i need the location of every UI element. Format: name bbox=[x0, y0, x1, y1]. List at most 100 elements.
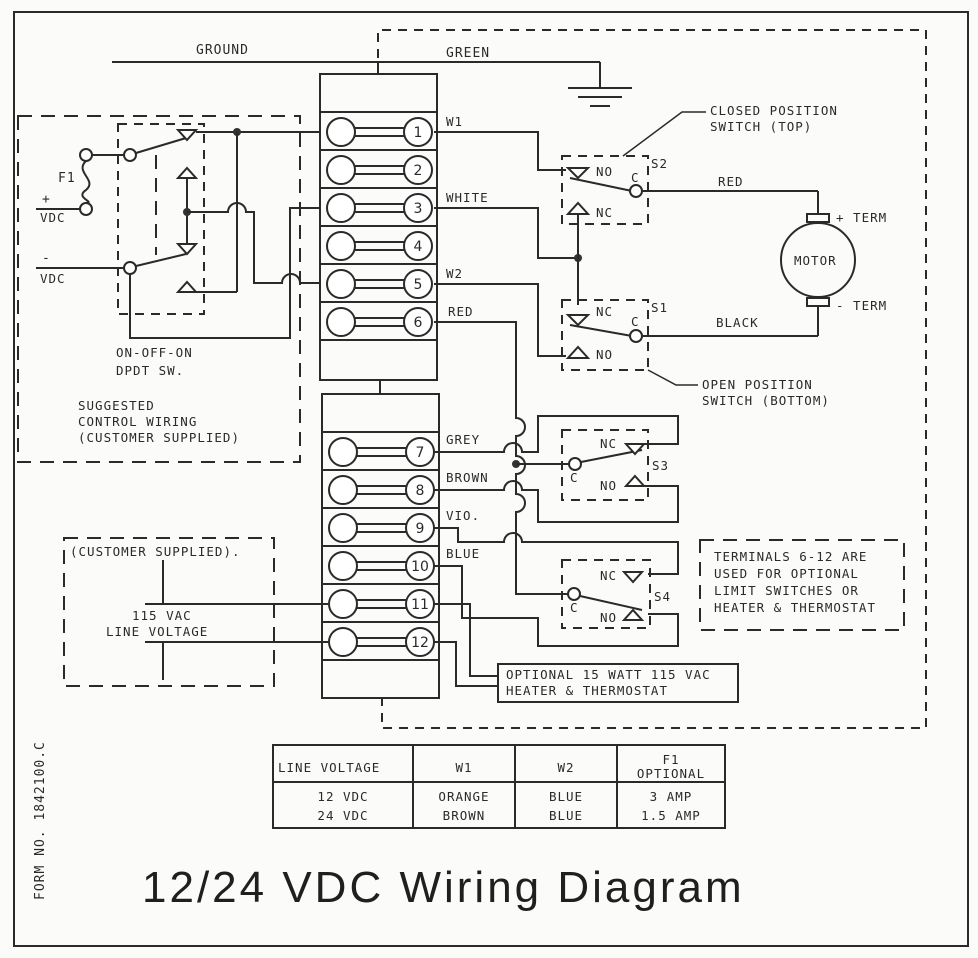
s1-label: S1 bbox=[651, 300, 668, 315]
terminal-block-lower bbox=[321, 393, 440, 699]
terminal-number: 11 bbox=[411, 597, 429, 613]
ground-label: GROUND bbox=[196, 43, 249, 58]
line-voltage-box bbox=[63, 537, 275, 687]
terminal-number: 12 bbox=[411, 635, 429, 651]
terminal-9: 9 bbox=[328, 513, 435, 543]
fuse-label: F1 bbox=[58, 171, 76, 186]
s2-no: NO bbox=[596, 164, 613, 179]
terminal-4: 4 bbox=[326, 231, 433, 261]
s2-c: C bbox=[631, 170, 640, 185]
outer-frame bbox=[13, 11, 969, 947]
terminal-3: 3 bbox=[326, 193, 433, 223]
table-cell: 24 VDC bbox=[317, 808, 368, 823]
wire-color-table bbox=[272, 744, 726, 829]
terminals-note-4: HEATER & THERMOSTAT bbox=[714, 600, 876, 615]
open-callout-leader bbox=[647, 369, 698, 386]
vdc-pos-label: VDC bbox=[40, 210, 66, 225]
terminal-12: 12 bbox=[328, 627, 435, 657]
table-header-optional: OPTIONAL bbox=[637, 766, 705, 781]
s3-c: C bbox=[570, 470, 579, 485]
terminal-number: 7 bbox=[416, 445, 425, 461]
table-header-f1: F1 bbox=[662, 752, 679, 767]
terminal-number: 8 bbox=[416, 483, 425, 499]
s3-nc: NC bbox=[600, 436, 617, 451]
motor-icon bbox=[780, 191, 856, 336]
switch-type-label-2: DPDT SW. bbox=[116, 363, 184, 378]
wire-label-blue: BLUE bbox=[446, 546, 480, 561]
terminal-number: 1 bbox=[414, 125, 423, 141]
closed-callout-leader bbox=[622, 111, 706, 157]
s1-no: NO bbox=[596, 347, 613, 362]
table-header-line-voltage: LINE VOLTAGE bbox=[278, 760, 380, 775]
terminal-block-upper bbox=[319, 73, 438, 381]
plus-sign: + bbox=[42, 192, 51, 207]
table-cell: BROWN bbox=[443, 808, 486, 823]
switch-type-label: ON-OFF-ON bbox=[116, 345, 193, 360]
wire-label-grey: GREY bbox=[446, 432, 480, 447]
s3-no: NO bbox=[600, 478, 617, 493]
wire-label-w2: W2 bbox=[446, 266, 463, 281]
minus-term-label: - TERM bbox=[836, 298, 887, 313]
line-box-label: LINE VOLTAGE bbox=[106, 624, 208, 639]
table-cell: 1.5 AMP bbox=[641, 808, 701, 823]
minus-sign: - bbox=[42, 251, 51, 266]
motor-black-label: BLACK bbox=[716, 315, 759, 330]
closed-callout-1: CLOSED POSITION bbox=[710, 103, 838, 118]
wire-label-vio: VIO. bbox=[446, 508, 480, 523]
heater-line-1: OPTIONAL 15 WATT 115 VAC bbox=[506, 667, 711, 682]
terminals-note-2: USED FOR OPTIONAL bbox=[714, 566, 859, 581]
open-callout-1: OPEN POSITION bbox=[702, 377, 813, 392]
terminal-number: 10 bbox=[411, 559, 429, 575]
vdc-neg-label: VDC bbox=[40, 271, 66, 286]
motor-label: MOTOR bbox=[794, 253, 837, 268]
diagram-title: 12/24 VDC Wiring Diagram bbox=[142, 863, 745, 912]
terminal-number: 4 bbox=[414, 239, 423, 255]
table-cell: 3 AMP bbox=[650, 789, 693, 804]
line-box-header: (CUSTOMER SUPPLIED). bbox=[70, 544, 241, 559]
line-box-voltage: 115 VAC bbox=[132, 608, 192, 623]
closed-callout-2: SWITCH (TOP) bbox=[710, 119, 812, 134]
fuse-icon bbox=[81, 160, 91, 204]
terminals-note-1: TERMINALS 6-12 ARE bbox=[714, 549, 867, 564]
terminal-number: 2 bbox=[414, 163, 423, 179]
s4-label: S4 bbox=[654, 589, 671, 604]
terminal-8: 8 bbox=[328, 475, 435, 505]
wire-label-red: RED bbox=[448, 304, 474, 319]
wire-label-w1: W1 bbox=[446, 114, 463, 129]
terminal-number: 3 bbox=[414, 201, 423, 217]
s1-c: C bbox=[631, 314, 640, 329]
s4-no: NO bbox=[600, 610, 617, 625]
dpdt-switch-box bbox=[117, 123, 205, 315]
control-wiring-box bbox=[17, 115, 301, 463]
s4-nc: NC bbox=[600, 568, 617, 583]
s1-nc: NC bbox=[596, 304, 613, 319]
terminal-number: 6 bbox=[414, 315, 423, 331]
green-label: GREEN bbox=[446, 46, 490, 61]
wire-label-white: WHITE bbox=[446, 190, 489, 205]
heater-line-2: HEATER & THERMOSTAT bbox=[506, 683, 668, 698]
terminal-2: 2 bbox=[326, 155, 433, 185]
table-header-w1: W1 bbox=[455, 760, 472, 775]
table-cell: ORANGE bbox=[438, 789, 489, 804]
terminal-6: 6 bbox=[326, 307, 433, 337]
terminal-5: 5 bbox=[326, 269, 433, 299]
control-note-1: SUGGESTED bbox=[78, 398, 155, 413]
terminals-note-3: LIMIT SWITCHES OR bbox=[714, 583, 859, 598]
terminal-1: 1 bbox=[326, 117, 433, 147]
enclosure-boundary bbox=[377, 29, 927, 729]
table-cell: BLUE bbox=[549, 789, 583, 804]
wire-label-brown: BROWN bbox=[446, 470, 489, 485]
table-cell: BLUE bbox=[549, 808, 583, 823]
heater-box bbox=[497, 663, 739, 703]
terminal-11: 11 bbox=[328, 589, 435, 619]
s4-c: C bbox=[570, 600, 579, 615]
switch-s2 bbox=[561, 155, 649, 225]
control-note-2: CONTROL WIRING bbox=[78, 414, 197, 429]
ground-symbol-icon bbox=[568, 87, 632, 107]
terminal-number: 9 bbox=[416, 521, 425, 537]
terminal-10: 10 bbox=[328, 551, 435, 581]
control-note-3: (CUSTOMER SUPPLIED) bbox=[78, 430, 240, 445]
s2-label: S2 bbox=[651, 156, 668, 171]
s3-label: S3 bbox=[652, 458, 669, 473]
